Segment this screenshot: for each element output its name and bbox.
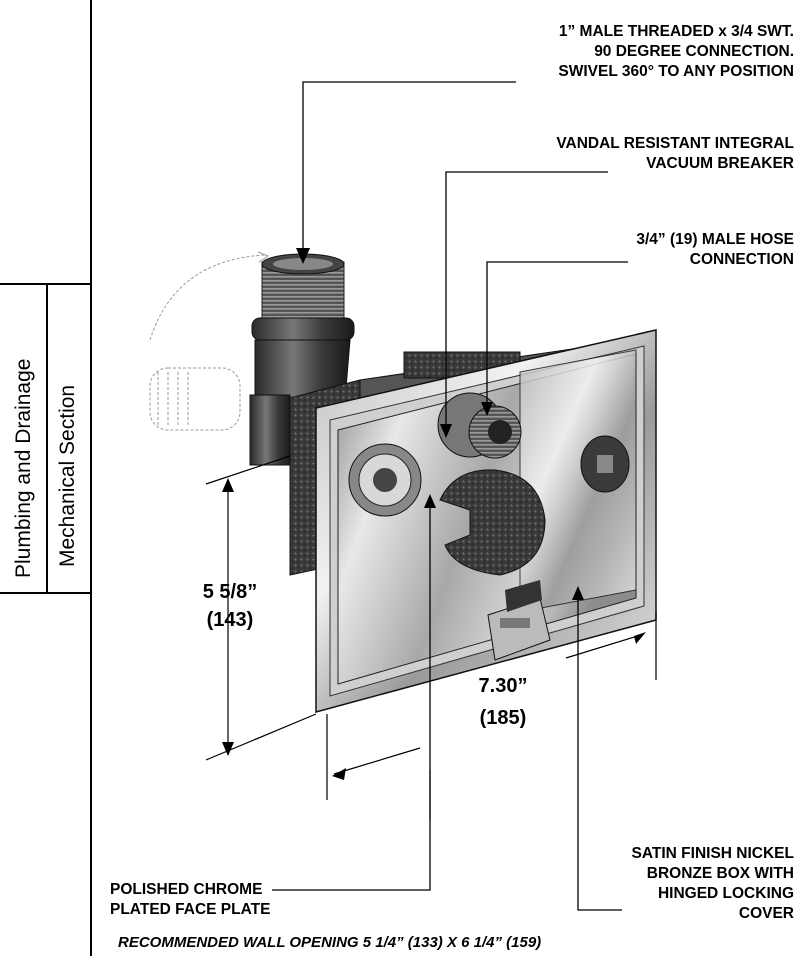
height-mm: (143) [206,609,254,631]
box-callout-line-4: COVER [738,905,794,922]
page-frame-line [90,0,92,956]
vacuum-breaker-callout: VANDAL RESISTANT INTEGRAL VACUUM BREAKER [556,134,794,174]
connection-callout-line-1: 1” MALE THREADED x 3/4 SWT. [558,23,794,40]
dimension-lines [205,455,657,820]
latch-tab [505,580,542,612]
connection-callout-line-2: 90 DEGREE CONNECTION. [594,43,794,60]
width-dimension: 7.30” (185) [458,672,548,732]
box-callout: SATIN FINISH NICKEL BRONZE BOX WITH HING… [632,844,794,924]
connection-callout-line-3: SWIVEL 360° TO ANY POSITION [558,63,794,80]
face-plate-callout-line-2: PLATED FACE PLATE [110,901,271,918]
box-callout-line-2: BRONZE BOX WITH [646,865,794,882]
hose-connection-callout-line-1: 3/4” (19) MALE HOSE [636,231,794,248]
height-dimension: 5 5/8” (143) [190,578,270,634]
leader-lines [272,81,628,911]
vacuum-breaker-valve [348,443,422,517]
leader-arrowheads [296,248,584,600]
box-callout-line-1: SATIN FINISH NICKEL [631,845,794,862]
wall-opening-note: RECOMMENDED WALL OPENING 5 1/4” (133) X … [118,934,542,951]
vacuum-breaker-callout-line-2: VACUUM BREAKER [646,155,794,172]
section-tab-divider [46,283,48,593]
section-tab: Plumbing and Drainage Mechanical Section [0,283,92,594]
face-plate-callout: POLISHED CHROME PLATED FACE PLATE [110,880,270,920]
width-mm: (185) [479,707,527,729]
latch-slot [500,618,530,628]
key-opening [439,469,546,576]
connection-callout: 1” MALE THREADED x 3/4 SWT. 90 DEGREE CO… [558,22,794,82]
box-callout-line-3: HINGED LOCKING [657,885,794,902]
vacuum-breaker-callout-line-1: VANDAL RESISTANT INTEGRAL [556,135,794,152]
width-inches: 7.30” [478,675,528,697]
hose-connection-callout: 3/4” (19) MALE HOSE CONNECTION [636,230,794,270]
height-inches: 5 5/8” [202,581,258,603]
lock-icon [597,455,613,473]
dimension-arrowheads [222,478,646,780]
swivel-ghost-pipe [149,254,266,431]
face-plate-callout-line-1: POLISHED CHROME [110,881,263,898]
hose-connection-callout-line-2: CONNECTION [689,251,794,268]
swivel-arrow-icon [257,251,270,263]
